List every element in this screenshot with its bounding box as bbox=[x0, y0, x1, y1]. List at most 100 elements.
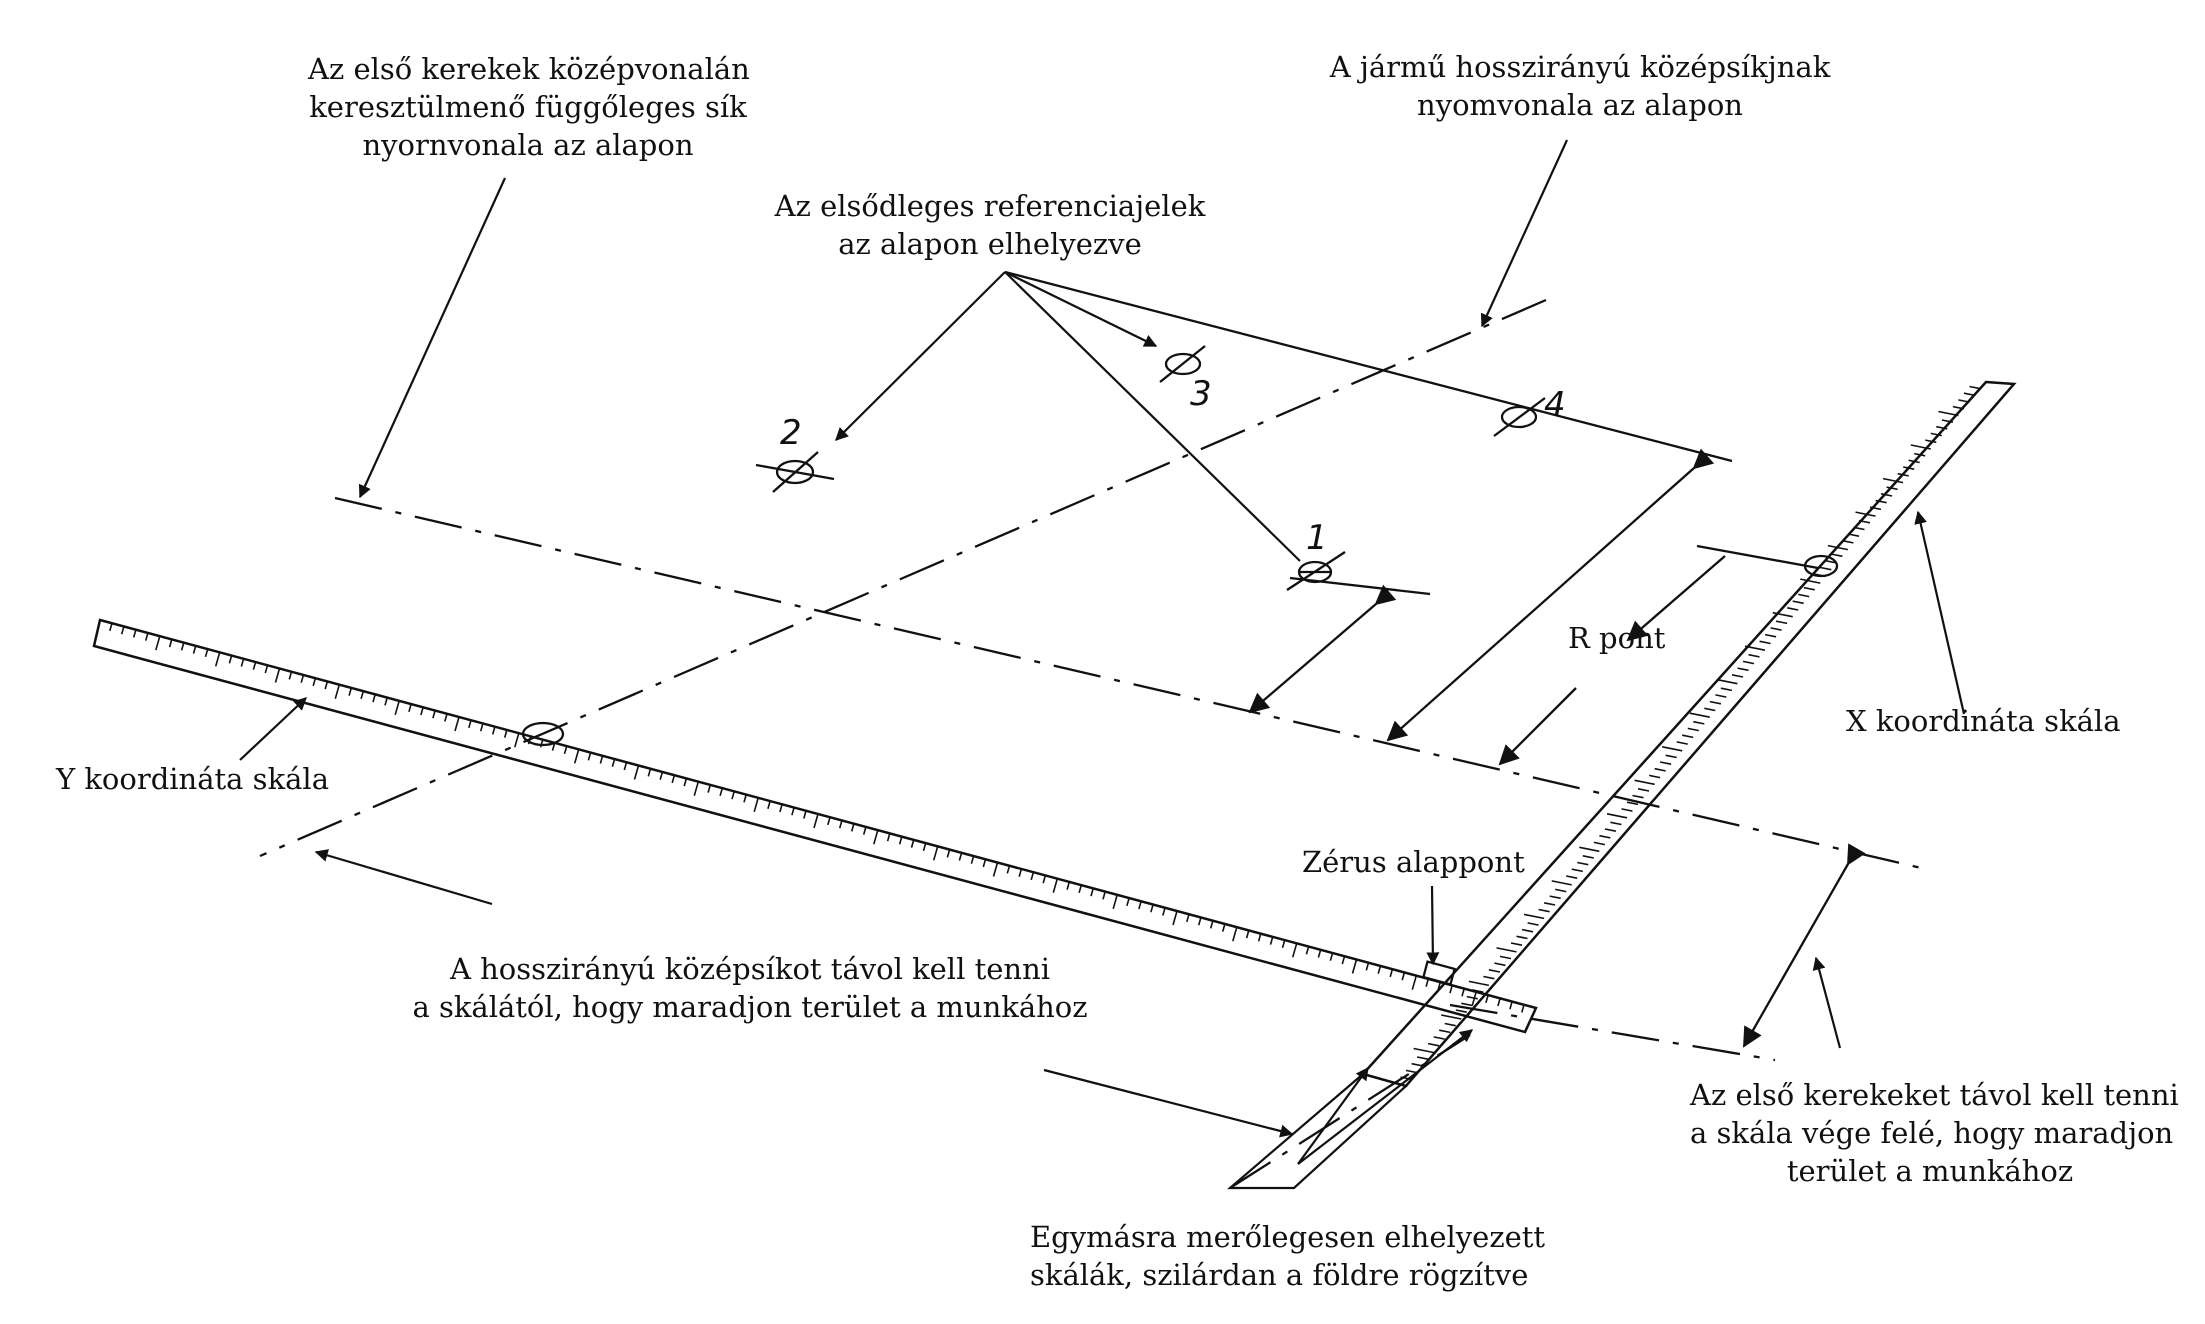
scale-tick bbox=[1693, 720, 1705, 725]
reference-mark-1 bbox=[1286, 551, 1346, 591]
scale-tick bbox=[1632, 794, 1644, 799]
scale-tick bbox=[1405, 1069, 1418, 1074]
scale-tick bbox=[372, 694, 376, 703]
scale-tick bbox=[1018, 868, 1023, 877]
reference-lines bbox=[1004, 270, 1819, 596]
scale-tick bbox=[1499, 955, 1512, 960]
scale-tick bbox=[1496, 947, 1517, 953]
scale-tick bbox=[479, 723, 484, 732]
marker-4: 4 bbox=[1544, 385, 1566, 425]
scale-tick bbox=[970, 855, 975, 864]
scale-tick bbox=[144, 632, 149, 641]
scale-tick bbox=[1715, 694, 1727, 698]
scale-tick bbox=[1847, 533, 1860, 537]
scale-tick bbox=[992, 862, 999, 877]
keep-plane-away-label: A hosszirányú középsíkot távol kell tenn… bbox=[412, 952, 1088, 1024]
scale-tick bbox=[1416, 1056, 1429, 1060]
scale-tick bbox=[1798, 593, 1810, 598]
scale-tick bbox=[587, 752, 592, 761]
scale-tick bbox=[180, 642, 185, 651]
scale-tick bbox=[420, 707, 424, 716]
scale-tick bbox=[274, 668, 281, 683]
scale-tick bbox=[910, 839, 915, 848]
scale-tick bbox=[1875, 499, 1887, 504]
scale-tick bbox=[1126, 897, 1130, 907]
scale-tick bbox=[300, 674, 305, 683]
scale-tick bbox=[1914, 452, 1926, 457]
scale-tick bbox=[1792, 600, 1804, 605]
scale-tick bbox=[1162, 907, 1166, 916]
scale-tick bbox=[468, 719, 472, 729]
x-coordinate-scale bbox=[1227, 380, 2017, 1190]
scale-tick bbox=[1772, 611, 1793, 618]
scale-tick bbox=[1413, 1047, 1434, 1054]
scale-tick bbox=[1472, 989, 1484, 993]
scale-tick bbox=[1800, 578, 1821, 584]
scale-tick bbox=[444, 713, 448, 722]
scale-tick bbox=[1764, 633, 1777, 638]
scale-tick bbox=[1687, 727, 1699, 732]
scale-tick bbox=[1744, 645, 1766, 651]
longitudinal-plane-label: A jármű hosszirányú középsíkjnak nyomvon… bbox=[1329, 50, 1831, 122]
scale-tick bbox=[1803, 586, 1815, 591]
scale-tick bbox=[743, 794, 747, 803]
scale-tick bbox=[1579, 846, 1600, 853]
scale-tick bbox=[1831, 553, 1843, 558]
scale-tick bbox=[1543, 902, 1556, 906]
scale-tick bbox=[1941, 419, 1954, 423]
scale-tick bbox=[1704, 707, 1716, 712]
scale-tick bbox=[573, 749, 580, 764]
scale-tick bbox=[1610, 821, 1622, 826]
scale-tick bbox=[192, 645, 197, 654]
reference-mark-4 bbox=[1493, 397, 1546, 437]
scale-tick bbox=[633, 765, 640, 780]
scale-tick bbox=[1425, 978, 1430, 987]
scale-tick bbox=[1401, 972, 1406, 981]
scale-tick bbox=[491, 726, 496, 735]
scale-tick bbox=[432, 710, 436, 719]
scale-tick bbox=[611, 758, 616, 767]
scale-tick bbox=[753, 797, 759, 813]
scale-tick bbox=[132, 629, 137, 638]
scale-tick bbox=[1485, 994, 1489, 1004]
scale-tick bbox=[1662, 746, 1683, 752]
scale-tick bbox=[1659, 761, 1672, 765]
scale-tick bbox=[155, 635, 161, 651]
scale-tick bbox=[1648, 774, 1661, 779]
longitudinal-plane-trace bbox=[259, 298, 1547, 858]
scale-tick bbox=[1377, 965, 1382, 974]
scale-tick bbox=[1006, 865, 1011, 874]
scale-tick bbox=[1138, 901, 1142, 910]
scale-tick bbox=[168, 639, 173, 648]
scale-tick bbox=[1969, 385, 1981, 390]
scale-tick bbox=[1305, 946, 1310, 955]
scale-tick bbox=[873, 829, 879, 845]
scale-tick bbox=[1930, 432, 1942, 437]
scale-tick bbox=[813, 813, 819, 829]
scale-tick bbox=[599, 755, 604, 764]
scale-tick bbox=[1604, 828, 1617, 832]
scale-tick bbox=[1654, 767, 1666, 772]
scale-tick bbox=[1637, 788, 1650, 792]
scale-tick bbox=[394, 700, 400, 716]
scale-tick bbox=[1521, 928, 1534, 933]
scale-tick bbox=[1882, 477, 1904, 484]
scale-tick bbox=[454, 716, 460, 732]
scale-tick bbox=[1910, 444, 1931, 450]
scale-tick bbox=[252, 661, 257, 670]
scale-tick bbox=[360, 690, 365, 700]
scale-tick bbox=[838, 820, 843, 829]
scale-tick bbox=[1787, 607, 1799, 611]
scale-tick bbox=[120, 626, 125, 635]
scale-tick bbox=[1483, 975, 1495, 980]
scale-tick bbox=[384, 697, 388, 706]
scale-tick bbox=[958, 852, 963, 861]
scale-tick bbox=[1030, 871, 1035, 881]
scale-tick bbox=[671, 774, 676, 784]
scale-tick bbox=[1102, 891, 1106, 900]
scale-tick bbox=[1676, 741, 1688, 745]
scale-tick bbox=[1634, 779, 1655, 786]
scale-tick bbox=[1291, 943, 1298, 958]
scale-tick bbox=[1720, 687, 1733, 692]
